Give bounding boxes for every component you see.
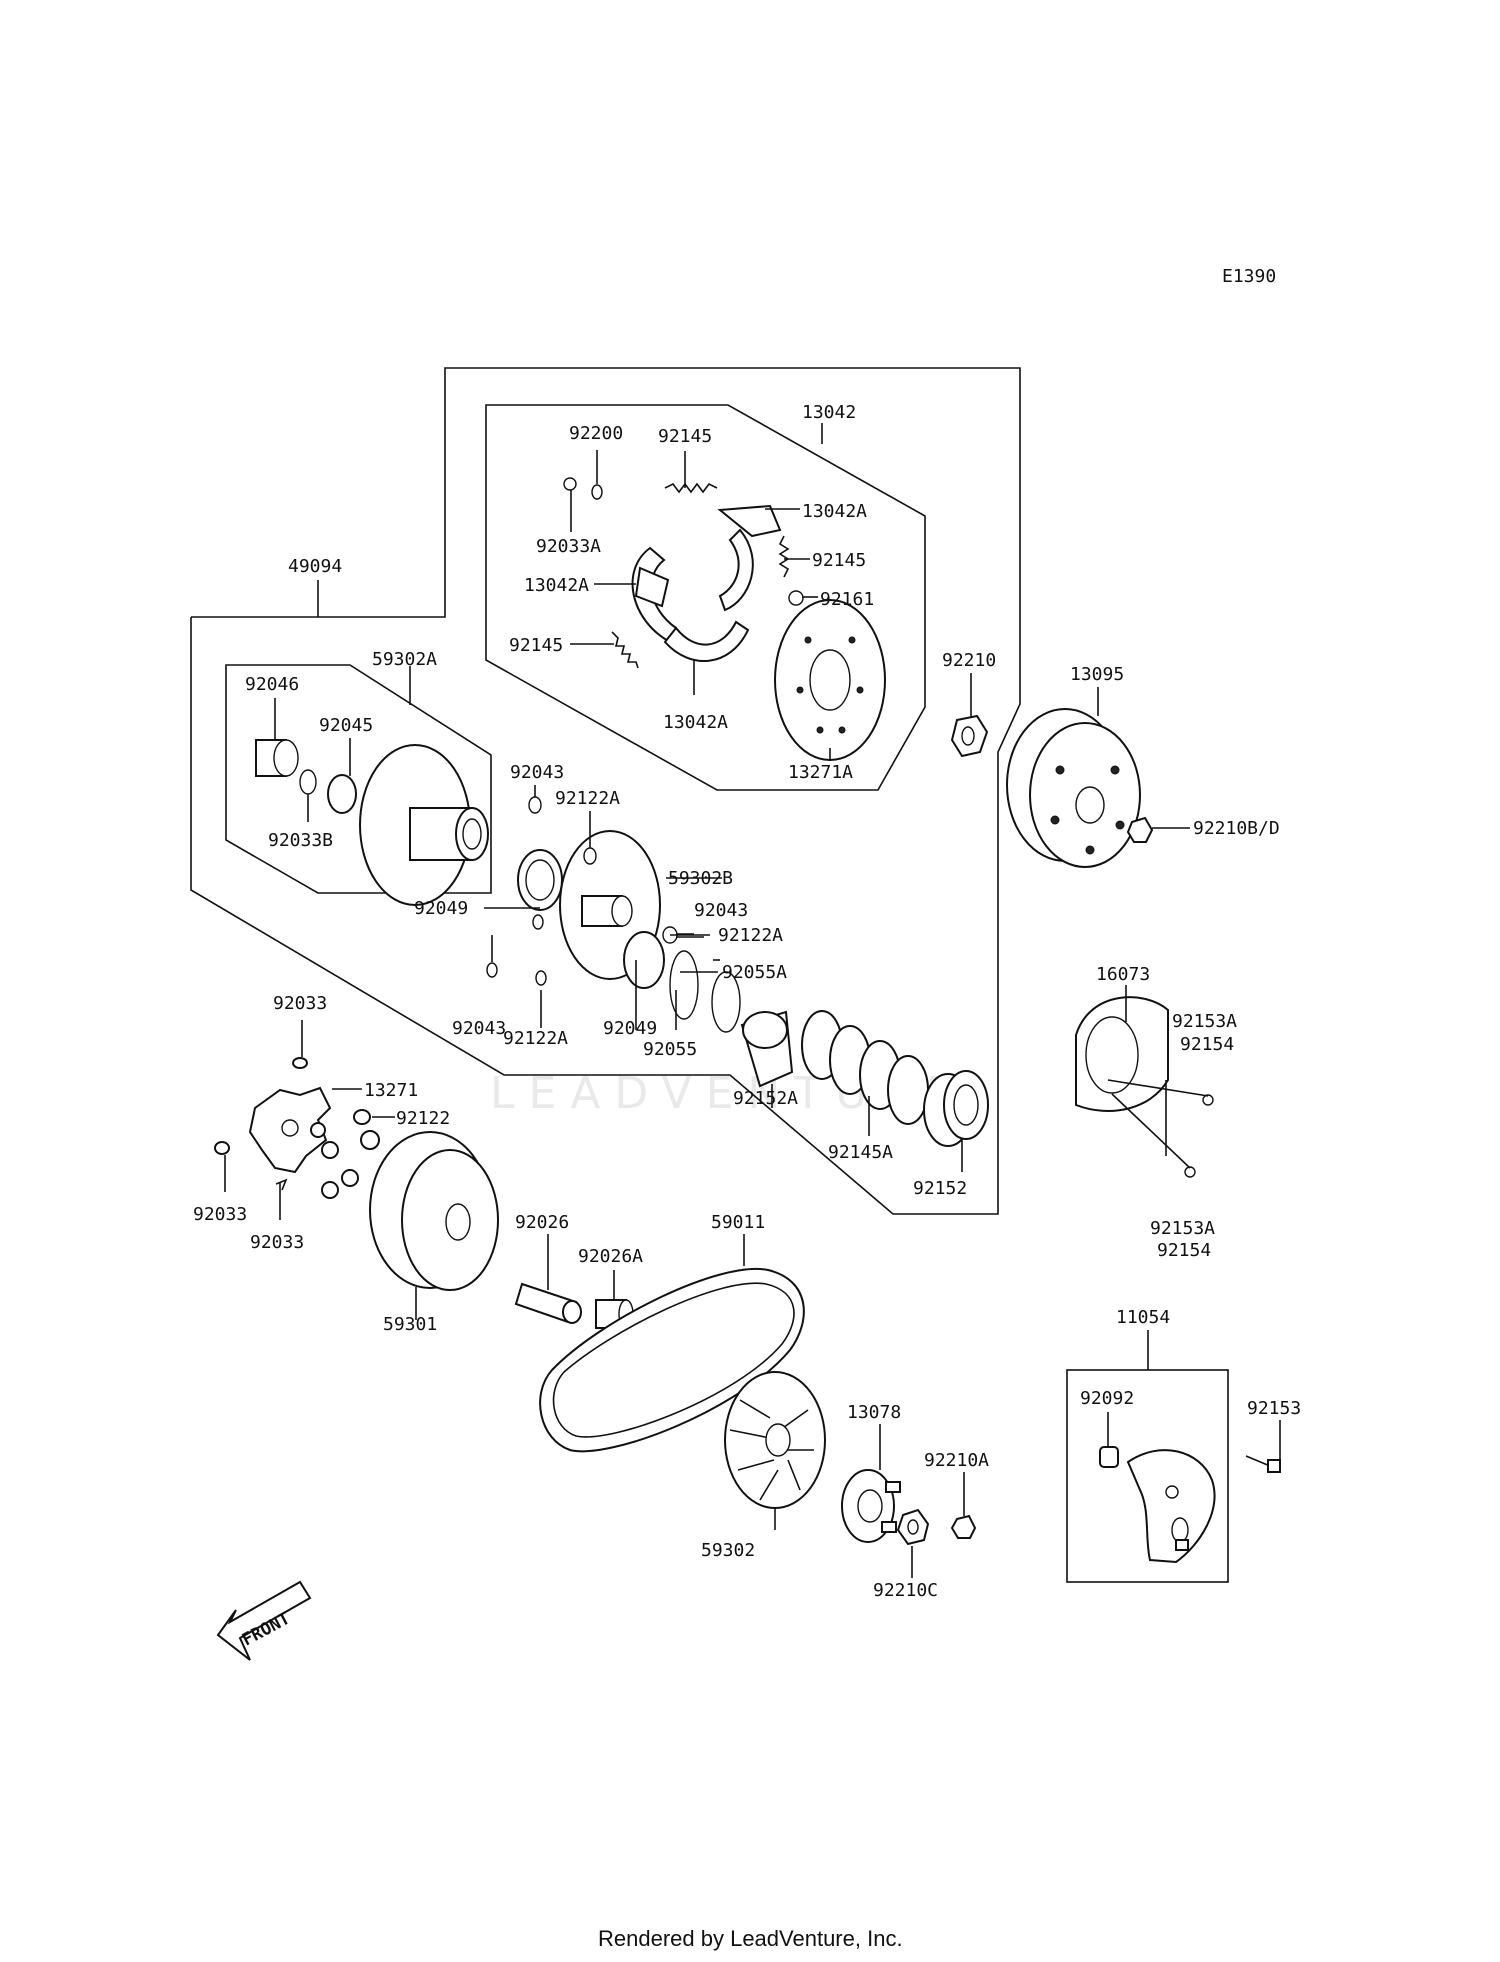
footer-credit: Rendered by LeadVenture, Inc. <box>598 1926 903 1951</box>
label-92045: 92045 <box>319 715 373 736</box>
label-59302B: 59302B <box>668 868 733 889</box>
bolt-92153 <box>1245 1455 1281 1473</box>
label-13042A-a: 13042A <box>802 501 867 522</box>
label-92026A: 92026A <box>578 1246 643 1267</box>
label-13271: 13271 <box>364 1080 418 1101</box>
label-13042: 13042 <box>802 402 856 423</box>
group-outline-59302A <box>225 664 492 894</box>
label-11054: 11054 <box>1116 1307 1170 1328</box>
v-belt-inner <box>552 1282 795 1438</box>
label-59302A: 59302A <box>372 649 437 670</box>
label-92153A-b: 92153A <box>1150 1218 1215 1239</box>
label-92046: 92046 <box>245 674 299 695</box>
label-59011: 59011 <box>711 1212 765 1233</box>
label-92033-c: 92033 <box>250 1232 304 1253</box>
label-92153: 92153 <box>1247 1398 1301 1419</box>
label-92122: 92122 <box>396 1108 450 1129</box>
label-92122A-a: 92122A <box>555 788 620 809</box>
diagram-code: E1390 <box>1222 266 1276 287</box>
label-92055: 92055 <box>643 1039 697 1060</box>
fixed-drive-face-59302 <box>724 1371 826 1509</box>
label-92026: 92026 <box>515 1212 569 1233</box>
nut-92210C-hole <box>907 1519 919 1535</box>
label-92154-b: 92154 <box>1157 1240 1211 1261</box>
label-92145-r: 92145 <box>812 550 866 571</box>
label-92049-b: 92049 <box>603 1018 657 1039</box>
label-92200: 92200 <box>569 423 623 444</box>
group-outline-49094 <box>190 367 1021 1215</box>
label-92210BD: 92210B/D <box>1193 818 1280 839</box>
label-16073: 16073 <box>1096 964 1150 985</box>
label-92152A: 92152A <box>733 1088 798 1109</box>
driven-face-group-59302B <box>486 796 989 1147</box>
label-92122A-c: 92122A <box>503 1028 568 1049</box>
front-arrow-icon: FRONT <box>216 1580 312 1661</box>
label-92152: 92152 <box>913 1178 967 1199</box>
label-92033B: 92033B <box>268 830 333 851</box>
nut-92210-hole <box>961 726 975 746</box>
label-92033A: 92033A <box>536 536 601 557</box>
label-59302: 59302 <box>701 1540 755 1561</box>
nut-92210A <box>950 1514 977 1539</box>
label-92043-c: 92043 <box>452 1018 506 1039</box>
bracket-11054 <box>1099 1446 1216 1564</box>
label-92033-a: 92033 <box>273 993 327 1014</box>
label-13042A-b: 13042A <box>524 575 589 596</box>
label-92092: 92092 <box>1080 1388 1134 1409</box>
label-49094: 49094 <box>288 556 342 577</box>
label-92145-l: 92145 <box>509 635 563 656</box>
label-92033-b: 92033 <box>193 1204 247 1225</box>
part-labels: 13042 92200 92145 13042A 92033A 92145 13… <box>193 402 1301 1601</box>
label-92122A-b: 92122A <box>718 925 783 946</box>
ratchet-13078 <box>841 1469 901 1543</box>
leader-lines <box>224 423 1281 1578</box>
label-92154-a: 92154 <box>1180 1034 1234 1055</box>
label-13095: 13095 <box>1070 664 1124 685</box>
label-13042A-c: 13042A <box>663 712 728 733</box>
cover-16073 <box>1075 996 1214 1178</box>
group-outline-13042 <box>485 404 926 791</box>
label-92049-a: 92049 <box>414 898 468 919</box>
label-92145A: 92145A <box>828 1142 893 1163</box>
label-13078: 13078 <box>847 1402 901 1423</box>
label-92145-top: 92145 <box>658 426 712 447</box>
label-92055A: 92055A <box>722 962 787 983</box>
label-92153A-a: 92153A <box>1172 1011 1237 1032</box>
label-92210: 92210 <box>942 650 996 671</box>
ramp-plate-13271 <box>214 1057 380 1199</box>
label-92210C: 92210C <box>873 1580 938 1601</box>
drive-pulley-group-59302A <box>255 739 489 906</box>
label-92043-b: 92043 <box>694 900 748 921</box>
label-92161: 92161 <box>820 589 874 610</box>
label-92210A: 92210A <box>924 1450 989 1471</box>
label-13271A: 13271A <box>788 762 853 783</box>
v-belt-59011 <box>539 1267 805 1453</box>
clutch-shoe-assembly <box>563 477 886 761</box>
label-92043-a: 92043 <box>510 762 564 783</box>
movable-drive-face-59301 <box>369 1131 499 1291</box>
label-59301: 59301 <box>383 1314 437 1335</box>
clutch-housing-13095 <box>1006 708 1154 868</box>
